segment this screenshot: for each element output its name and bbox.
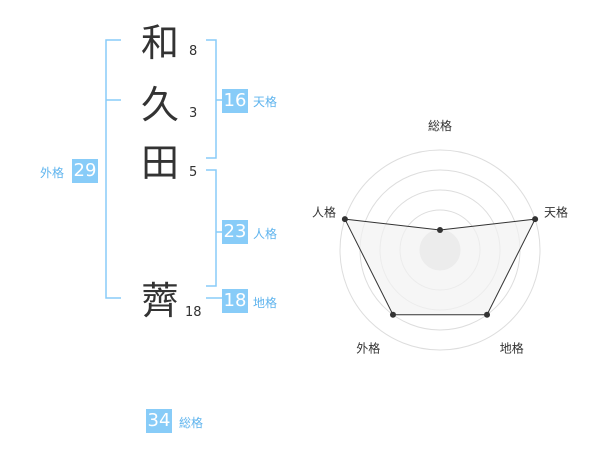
stroke-count-2: 3 [189, 106, 198, 121]
stroke-count-4: 18 [185, 305, 202, 320]
jinkaku-badge: 23 [222, 220, 248, 244]
radar-axis-label-1: 総格 [428, 118, 452, 133]
name-char-4: 薺 [141, 279, 180, 323]
stroke-count-3: 5 [189, 165, 198, 180]
tenkaku-bracket [206, 39, 217, 159]
radar-point-2 [532, 216, 539, 223]
radar-point-5 [341, 216, 348, 223]
chikaku-badge: 18 [222, 289, 248, 313]
chikaku-label: 地格 [253, 296, 278, 310]
jinkaku-bracket [206, 169, 217, 287]
tenkaku-label: 天格 [253, 95, 278, 109]
radar-axis-label-3: 地格 [500, 341, 524, 356]
jinkaku-label: 人格 [253, 227, 278, 241]
gaikaku-bracket [105, 39, 121, 299]
radar-axis-label-5: 人格 [312, 204, 336, 219]
soukaku-badge: 34 [146, 409, 172, 433]
name-char-2: 久 [141, 83, 180, 127]
stroke-count-1: 8 [189, 44, 198, 59]
radar-points [341, 216, 539, 318]
soukaku-label: 総格 [179, 416, 204, 430]
gaikaku-label: 外格 [40, 166, 65, 180]
name-char-3: 田 [141, 141, 180, 185]
name-char-1: 和 [141, 21, 180, 65]
radar-point-4 [389, 311, 396, 318]
tenkaku-badge: 16 [222, 89, 248, 113]
radar-axis-label-4: 外格 [356, 341, 380, 356]
radar-polygon [344, 218, 536, 316]
radar-point-1 [437, 227, 443, 233]
radar-ring-5 [339, 149, 541, 351]
radar-axis-label-2: 天格 [544, 204, 568, 219]
gaikaku-badge: 29 [72, 159, 98, 183]
radar-point-3 [484, 311, 491, 318]
